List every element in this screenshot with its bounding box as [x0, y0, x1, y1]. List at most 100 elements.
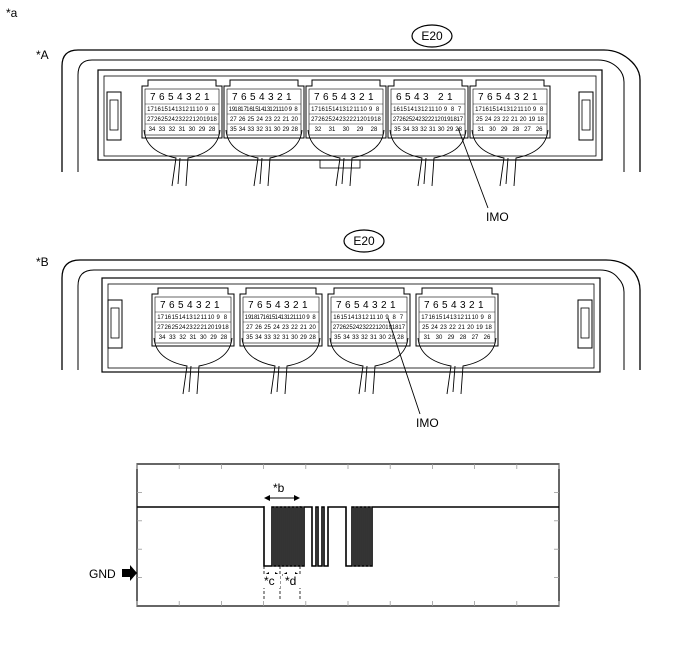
pin-number: 25 — [422, 325, 429, 331]
pin-number: 12 — [421, 107, 428, 113]
pin-number: 16 — [428, 315, 435, 321]
pin-number: 4 — [363, 300, 369, 311]
pin-number: 10 — [435, 107, 442, 113]
connector-block-face — [242, 296, 320, 344]
view-b-latch-left — [107, 299, 123, 349]
connector-block-outline — [239, 287, 323, 347]
wire-harness — [225, 129, 303, 187]
pin-number: 17 — [157, 315, 164, 321]
pin-number: 23 — [359, 325, 366, 331]
pin-number: 27 — [230, 117, 237, 123]
pin-number: 20 — [467, 325, 474, 331]
pin-number: 30 — [291, 335, 298, 341]
pin-number: 27 — [472, 335, 479, 341]
pin-number: 22 — [182, 117, 189, 123]
dim-d-label: *d — [285, 574, 296, 588]
pin-number: 11 — [189, 107, 196, 113]
pin-number: 28 — [460, 335, 467, 341]
pin-number: 8 — [393, 315, 397, 321]
pin-number: 19 — [215, 325, 222, 331]
pin-number: 24 — [485, 117, 492, 123]
pin-number: 19 — [476, 325, 483, 331]
pin-number: 35 — [246, 335, 253, 341]
pin-number: 18 — [251, 315, 258, 321]
pin-number: 2 — [293, 300, 299, 311]
pin-number: 10 — [281, 107, 288, 113]
pin-number: 33 — [264, 335, 271, 341]
pin-number: 13 — [186, 315, 193, 321]
pin-number: 19 — [203, 117, 210, 123]
pin-number: 8 — [376, 107, 380, 113]
pin-number: 7 — [232, 92, 238, 103]
connector-block-outline — [469, 79, 551, 139]
pin-number: 16 — [333, 315, 340, 321]
pin-number: 27 — [311, 117, 318, 123]
pin-number: 26 — [399, 117, 406, 123]
pin-number: 7 — [458, 107, 462, 113]
pin-number: 33 — [159, 127, 166, 133]
pin-number: 27 — [246, 325, 253, 331]
pin-number: 30 — [438, 127, 445, 133]
pin-number: 14 — [443, 315, 450, 321]
pin-number: 23 — [418, 117, 425, 123]
pin-number: 23 — [440, 325, 447, 331]
pin-number: 11 — [428, 107, 435, 113]
pin-number: 2 — [523, 92, 529, 103]
pin-number: 2 — [359, 92, 365, 103]
pin-number: 24 — [332, 117, 339, 123]
view-b-connector-label: E20 — [353, 234, 375, 248]
connector-block-face — [144, 88, 220, 136]
view-b-connector-oval — [343, 229, 385, 253]
pin-number: 25 — [264, 325, 271, 331]
view-a-connector-frame — [97, 69, 603, 161]
pin-number: 9 — [289, 107, 293, 113]
pin-number: 2 — [438, 92, 444, 103]
pin-number: 32 — [361, 335, 368, 341]
pin-number: 18 — [537, 117, 544, 123]
pin-number: 34 — [159, 335, 166, 341]
connector-block-face — [418, 296, 496, 344]
pin-number: 27 — [147, 117, 154, 123]
pin-number: 5 — [496, 92, 502, 103]
view-a-latch-right — [578, 91, 594, 141]
wire-harness — [153, 337, 233, 395]
pin-number: 20 — [309, 325, 316, 331]
pin-number: 17 — [311, 107, 318, 113]
pin-number: 1 — [478, 300, 484, 311]
pin-number: 7 — [314, 92, 320, 103]
pin-number: 6 — [241, 92, 247, 103]
pin-number: 21 — [189, 117, 196, 123]
pin-number: 1 — [204, 92, 210, 103]
view-b-connector-frame — [101, 277, 601, 373]
pin-number: 23 — [339, 117, 346, 123]
pin-number: 9 — [481, 315, 485, 321]
pin-number: 1 — [390, 300, 396, 311]
pin-number: 20 — [208, 325, 215, 331]
pin-number: 12 — [269, 107, 276, 113]
waveform-frame — [136, 463, 560, 607]
pin-number: 28 — [209, 127, 216, 133]
pin-number: 25 — [161, 117, 168, 123]
pin-number: 15 — [340, 315, 347, 321]
pin-number: 25 — [172, 325, 179, 331]
pin-number: 28 — [371, 127, 378, 133]
pin-number: 2 — [381, 300, 387, 311]
pin-number: 31 — [190, 335, 197, 341]
pin-number: 22 — [449, 325, 456, 331]
pin-number: 8 — [212, 107, 216, 113]
view-b-label: *B — [36, 255, 49, 269]
pin-number: 33 — [248, 127, 255, 133]
pin-number: 10 — [299, 315, 306, 321]
pin-number: 15 — [161, 107, 168, 113]
pin-number: 27 — [333, 325, 340, 331]
pin-number: 11 — [517, 107, 524, 113]
pin-number: 12 — [510, 107, 517, 113]
waveform-panel: GND *b *c *d — [89, 463, 560, 607]
pin-number: 13 — [450, 315, 457, 321]
pin-number: 32 — [315, 127, 322, 133]
pin-number: 31 — [282, 335, 289, 341]
